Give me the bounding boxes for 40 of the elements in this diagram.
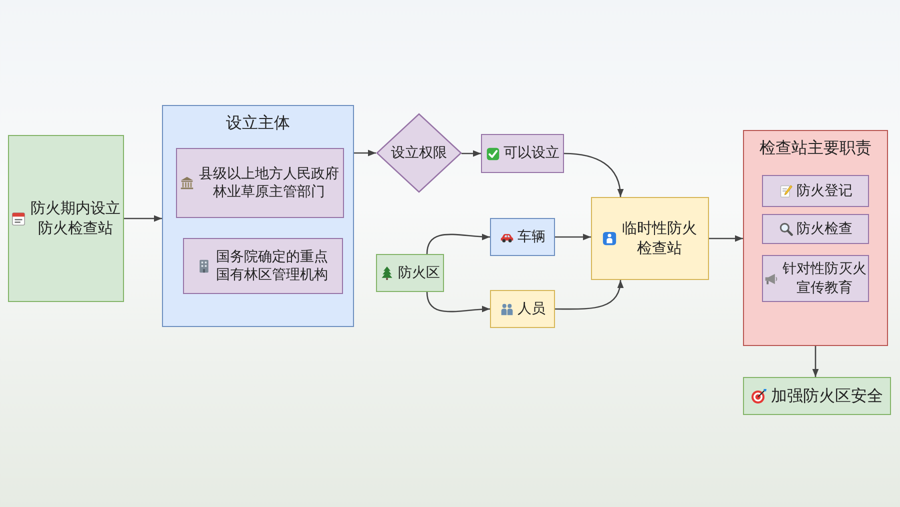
node-text: 设立权限 [391,144,447,162]
process-box [762,175,869,207]
node-text: 人员 [518,300,546,318]
decision-diamond [376,113,462,193]
process-box [490,218,555,256]
group-title: 设立主体 [226,113,290,134]
arrow [426,292,490,312]
arrow [555,234,591,240]
process-box [376,254,444,292]
arrow [426,234,490,254]
group-panel [162,105,354,327]
node-text: 加强防火区安全 [771,386,883,406]
arrow [709,235,743,242]
group-panel [743,130,888,346]
process-box [176,148,344,218]
node-text: 防火期内设立防火检查站 [30,199,122,238]
process-box [490,290,555,328]
node-text: 临时性防火检查站 [621,219,698,258]
result-box [743,377,891,415]
process-box [762,255,869,302]
process-box [8,135,124,302]
node-text: 国务院确定的重点国有林区管理机构 [215,248,329,284]
node-text: 县级以上地方人民政府林业草原主管部门 [198,164,340,202]
arrow [555,280,623,310]
node-text: 防火登记 [796,182,852,200]
arrow [461,150,481,157]
node-text: 防火区 [398,264,440,282]
arrow [354,150,376,156]
process-box [762,214,869,244]
node-text: 针对性防灭火宣传教育 [782,260,868,297]
process-box [591,197,709,280]
arrow [564,152,624,198]
arrow [124,215,162,222]
node-text: 可以设立 [504,144,560,163]
node-text: 车辆 [518,228,546,246]
process-box [183,238,343,294]
process-box [481,134,564,173]
group-title: 检查站主要职责 [760,138,872,159]
node-text: 防火检查 [796,220,852,238]
arrow [812,346,819,377]
